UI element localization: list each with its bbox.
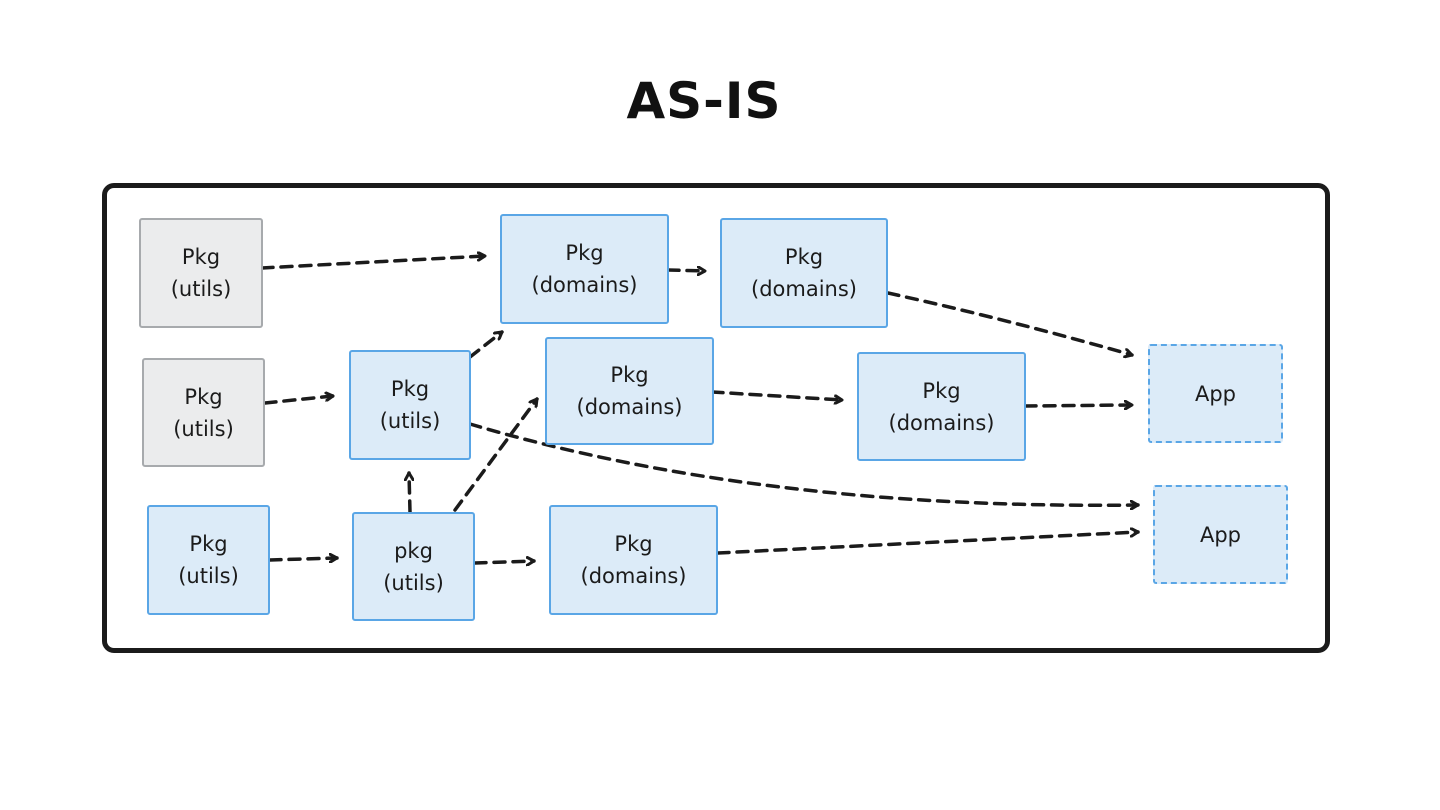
edge-u3-d1 (468, 330, 504, 359)
edge-u5-d5 (473, 561, 536, 563)
pkg-utils-node: Pkg (utils) (142, 358, 265, 467)
pkg-utils-node: pkg (utils) (352, 512, 475, 621)
pkg-utils-node: Pkg (utils) (349, 350, 471, 460)
pkg-utils-node: Pkg (utils) (139, 218, 263, 328)
pkg-domains-node: Pkg (domains) (720, 218, 888, 328)
pkg-domains-node: Pkg (domains) (549, 505, 718, 615)
app-node: App (1148, 344, 1283, 443)
edge-u3-a2 (468, 422, 1140, 505)
edge-u4-u5 (268, 558, 339, 560)
edge-u5-d3 (453, 397, 539, 512)
edge-u2-u3 (263, 396, 335, 405)
edge-d1-d2 (666, 270, 707, 271)
diagram-title: AS-IS (626, 72, 782, 130)
system-boundary (102, 183, 1330, 653)
edge-u1-d1 (260, 256, 487, 270)
pkg-domains-node: Pkg (domains) (857, 352, 1026, 461)
pkg-domains-node: Pkg (domains) (500, 214, 669, 324)
edge-d4-a1 (1023, 405, 1134, 406)
edge-u5-u3 (409, 471, 410, 514)
edge-d5-a2 (716, 532, 1140, 555)
edge-d3-d4 (710, 390, 844, 400)
app-node: App (1153, 485, 1288, 584)
edge-d2-a1 (886, 291, 1134, 355)
pkg-utils-node: Pkg (utils) (147, 505, 270, 615)
pkg-domains-node: Pkg (domains) (545, 337, 714, 445)
